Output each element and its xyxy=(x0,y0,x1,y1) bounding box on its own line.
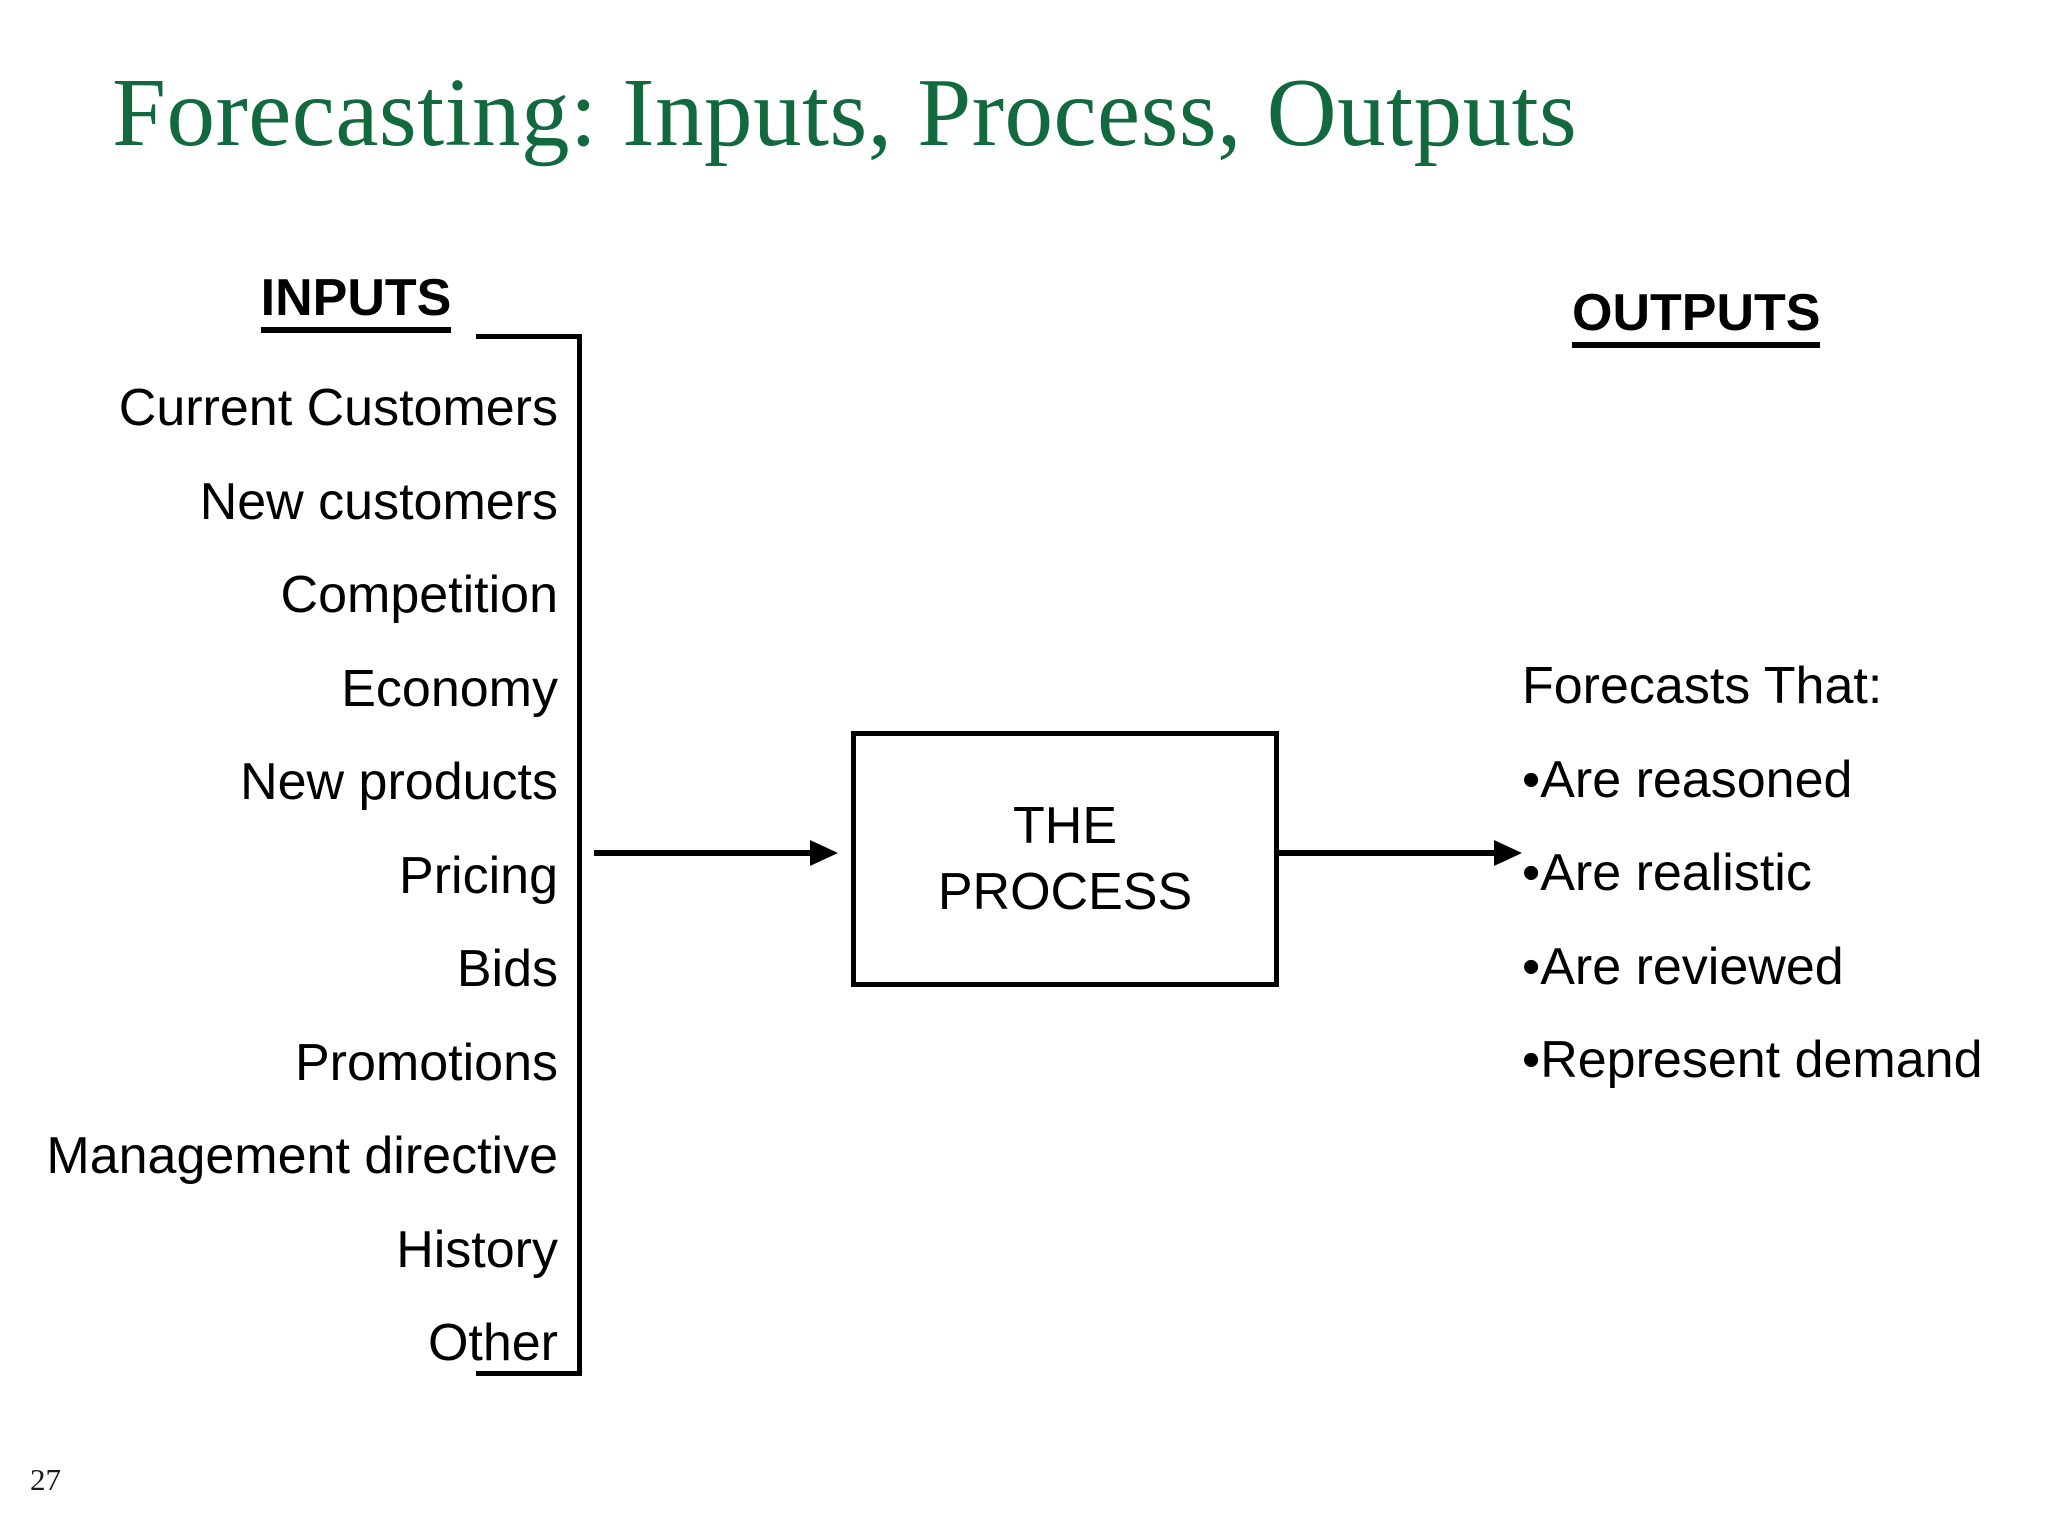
arrow-head xyxy=(1494,840,1522,866)
list-item: Competition xyxy=(280,566,558,624)
list-item: •Are reviewed xyxy=(1522,937,1844,996)
outputs-intro-label: Forecasts That: xyxy=(1522,657,1883,715)
inputs-grouping-bracket xyxy=(476,334,582,1376)
inputs-header-label: INPUTS xyxy=(260,272,452,333)
list-item: Bids xyxy=(456,940,558,998)
list-item: •Represent demand xyxy=(1522,1031,1983,1089)
outputs-column-header: OUTPUTS xyxy=(1572,283,1821,348)
inputs-column-header: INPUTS xyxy=(0,268,712,333)
page-number: 27 xyxy=(30,1462,61,1497)
arrow-shaft xyxy=(1276,850,1498,856)
page-title: Forecasting: Inputs, Process, Outputs xyxy=(112,59,1578,166)
inputs-list: Current Customers New customers Competit… xyxy=(0,362,558,1391)
arrow-right-icon xyxy=(1276,833,1524,873)
arrow-head xyxy=(810,840,838,866)
arrow-right-icon xyxy=(594,833,840,873)
list-item: •Are reasoned xyxy=(1522,750,1853,809)
list-item: Economy xyxy=(341,659,558,718)
list-item: Promotions xyxy=(295,1033,558,1092)
list-item: •Are realistic xyxy=(1522,844,1812,902)
list-item: Pricing xyxy=(399,846,558,905)
list-item: Management directive xyxy=(46,1127,558,1185)
process-box-line-2: PROCESS xyxy=(937,863,1193,921)
process-box: THE PROCESS xyxy=(851,731,1279,987)
arrow-shaft xyxy=(594,850,814,856)
list-item: Other xyxy=(427,1314,558,1372)
list-item: Current Customers xyxy=(118,379,558,437)
process-box-line-1: THE xyxy=(1013,797,1117,855)
list-item: New products xyxy=(240,753,558,811)
list-item: History xyxy=(396,1220,558,1279)
outputs-list: Forecasts That: •Are reasoned •Are reali… xyxy=(1522,640,2042,1108)
outputs-header-label: OUTPUTS xyxy=(1572,287,1821,348)
list-item: New customers xyxy=(199,472,558,531)
